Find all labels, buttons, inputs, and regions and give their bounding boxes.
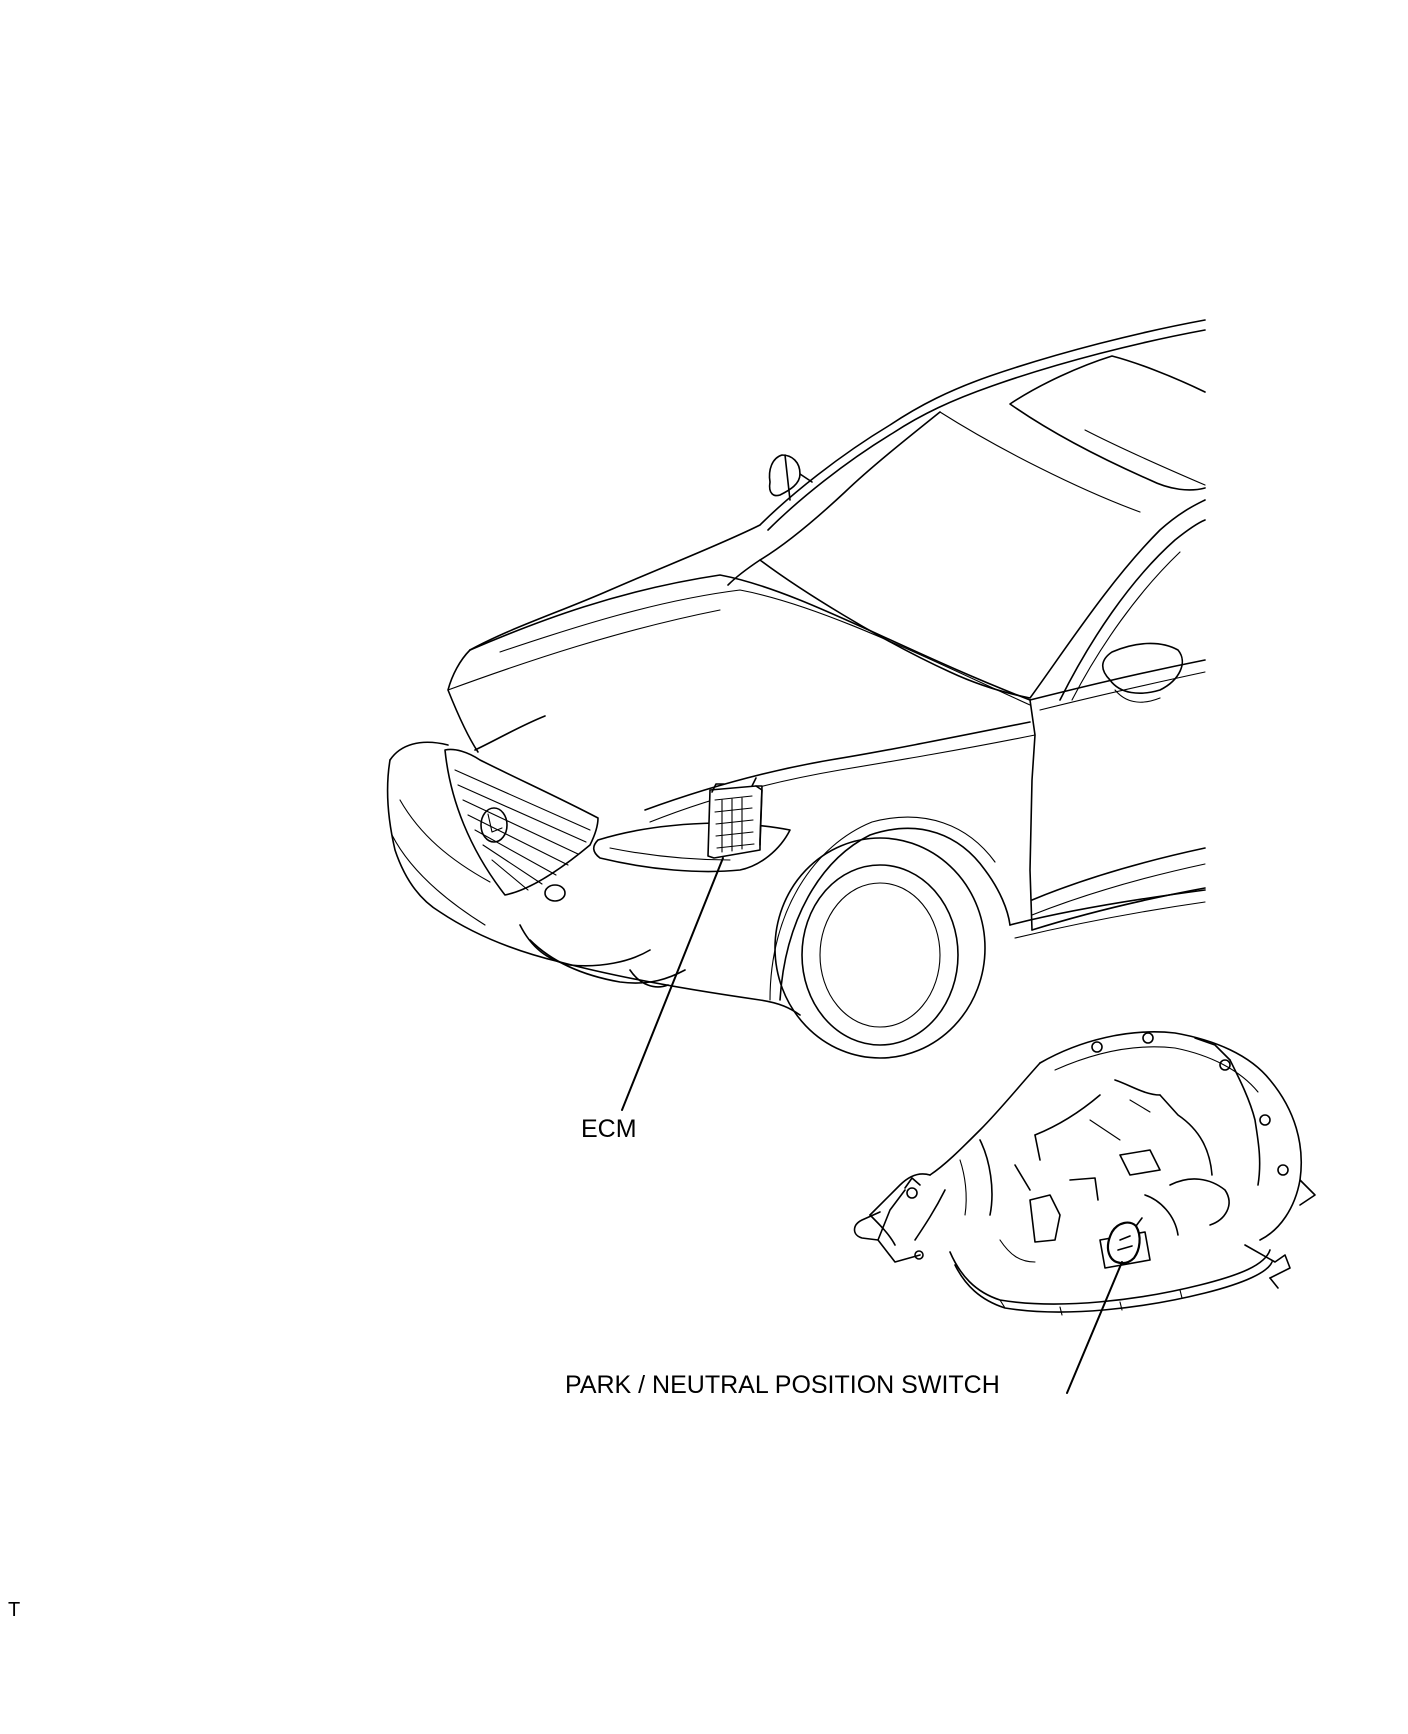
pnp-switch-leader-line <box>1066 1261 1123 1394</box>
ecm-leader-line <box>621 857 724 1111</box>
switch-component-icon <box>1106 1217 1143 1265</box>
ecm-module-icon <box>707 777 763 859</box>
ecm-label: ECM <box>581 1115 637 1143</box>
vehicle-illustration <box>386 319 1206 1059</box>
figure-code-label: T <box>8 1599 21 1621</box>
transmission-illustration <box>853 1031 1316 1316</box>
park-neutral-position-switch-label: PARK / NEUTRAL POSITION SWITCH <box>565 1371 1000 1399</box>
